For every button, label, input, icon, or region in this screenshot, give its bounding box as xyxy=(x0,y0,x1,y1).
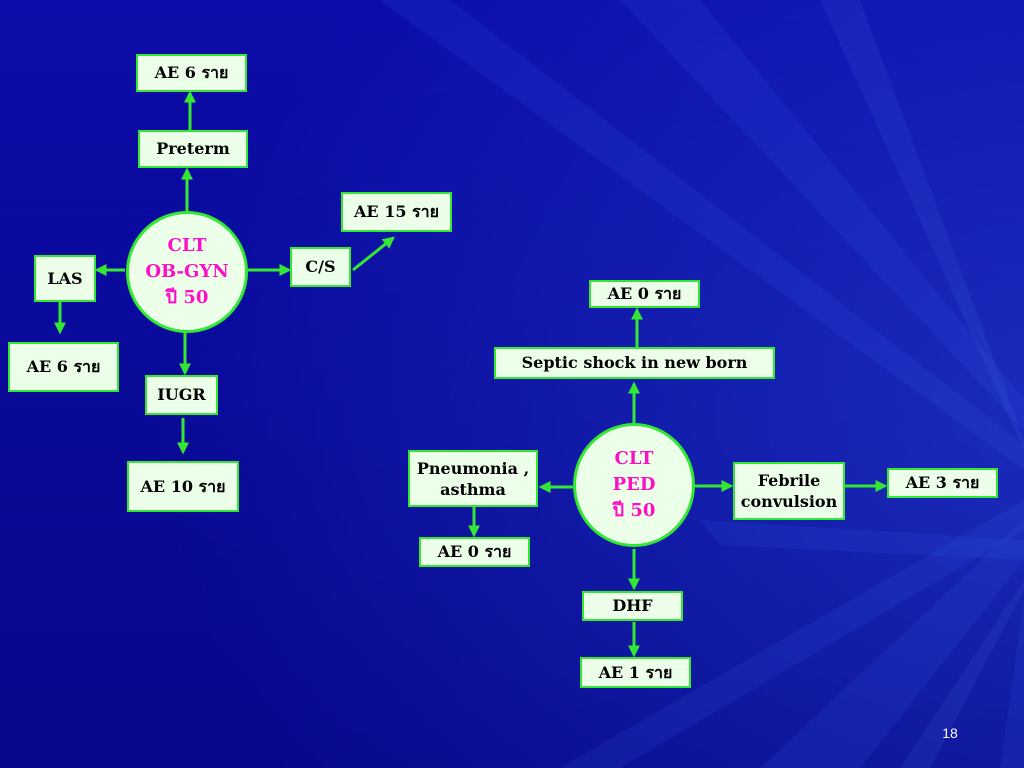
page-number: 18 xyxy=(942,725,958,741)
hub-ped-line-2: PED xyxy=(612,474,656,495)
hub-obgyn-line-2: OB-GYN xyxy=(145,261,229,282)
hub-clt-obgyn: CLT OB-GYN ปี 50 xyxy=(126,211,248,333)
node-pneumonia-asthma: Pneumonia , asthma xyxy=(408,450,538,507)
node-pneumonia-line-2: asthma xyxy=(440,479,506,499)
hub-obgyn-line-1: CLT xyxy=(167,235,207,256)
node-septic-shock: Septic shock in new born xyxy=(494,347,775,379)
node-cs: C/S xyxy=(290,247,351,287)
node-febrile-line-2: convulsion xyxy=(740,492,838,511)
node-dhf: DHF xyxy=(582,591,683,621)
node-preterm: Preterm xyxy=(138,130,248,168)
hub-clt-ped: CLT PED ปี 50 xyxy=(573,423,695,547)
hub-obgyn-line-3: ปี 50 xyxy=(165,287,209,308)
node-preterm-ae: AE 6 ราย xyxy=(136,54,247,92)
node-cs-ae: AE 15 ราย xyxy=(341,192,452,232)
hub-ped-line-3: ปี 50 xyxy=(612,500,656,521)
arrow-cs-to-ae xyxy=(352,236,395,272)
node-las: LAS xyxy=(34,255,96,302)
node-dhf-ae: AE 1 ราย xyxy=(580,657,691,688)
node-febrile-ae: AE 3 ราย xyxy=(887,468,998,498)
node-febrile-convulsion: Febrile convulsion xyxy=(733,462,845,520)
node-iugr-ae: AE 10 ราย xyxy=(127,461,239,512)
hub-ped-line-1: CLT xyxy=(614,448,654,469)
node-las-ae: AE 6 ราย xyxy=(8,342,119,392)
node-febrile-line-1: Febrile xyxy=(757,471,821,490)
node-iugr: IUGR xyxy=(145,375,218,415)
node-pneumonia-line-1: Pneumonia , xyxy=(416,458,530,478)
node-septic-ae: AE 0 ราย xyxy=(589,280,700,308)
node-pneumonia-ae: AE 0 ราย xyxy=(419,537,530,567)
